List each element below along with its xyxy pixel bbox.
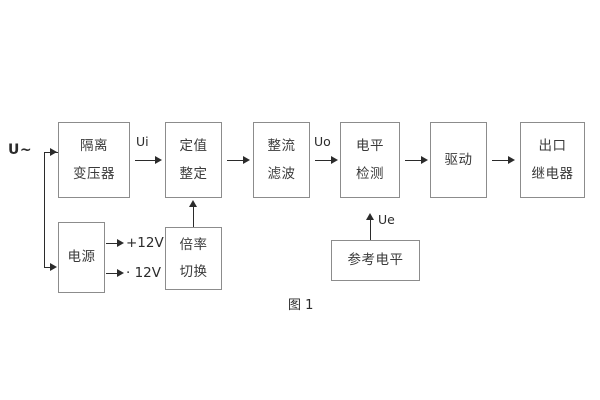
link-reference-level-line bbox=[370, 219, 371, 240]
feed-transformer-arrow bbox=[50, 148, 57, 156]
block-ratio-switch-line-2: 切换 bbox=[179, 264, 208, 280]
signal-label-uo: Uo bbox=[314, 134, 331, 149]
link-rectify-level-line bbox=[315, 160, 335, 161]
block-ratio-switch-line-1: 倍率 bbox=[179, 236, 208, 253]
block-level-detect-line-2: 检测 bbox=[356, 165, 384, 182]
feed-transformer-line bbox=[44, 152, 52, 153]
link-ratio-setting-arrow bbox=[189, 200, 197, 207]
block-power-supply-line-1: 电源 bbox=[67, 249, 96, 266]
rail-negative-arrow bbox=[117, 269, 124, 277]
block-rectify-filter-line-2: 滤波 bbox=[267, 165, 296, 182]
block-rectify-filter-line-1: 整流 bbox=[267, 138, 296, 155]
link-drive-relay-arrow bbox=[508, 156, 515, 164]
rail-positive-arrow bbox=[117, 239, 124, 247]
link-level-drive-arrow bbox=[421, 156, 428, 164]
feed-power-line bbox=[44, 267, 52, 268]
link-setting-rectify-line bbox=[227, 160, 247, 161]
signal-label-ue: Ue bbox=[378, 212, 395, 227]
source-label-u-ac: U~ bbox=[8, 142, 33, 158]
block-level-detect: 电平 检测 bbox=[340, 122, 400, 198]
link-setting-rectify-arrow bbox=[243, 156, 250, 164]
block-power-supply: 电源 bbox=[58, 222, 105, 293]
figure-caption: 图 1 bbox=[288, 298, 314, 313]
link-drive-relay-line bbox=[492, 160, 512, 161]
block-rectify-filter: 整流 滤波 bbox=[253, 122, 310, 198]
block-isolation-transformer-line-1: 隔离 bbox=[80, 138, 108, 155]
link-reference-level-arrow bbox=[366, 213, 374, 220]
link-transformer-setting-arrow bbox=[155, 156, 162, 164]
rail-positive-label: +12V bbox=[126, 235, 164, 251]
block-reference-level-line-1: 参考电平 bbox=[347, 252, 404, 269]
link-transformer-setting-line bbox=[135, 160, 157, 161]
block-isolation-transformer: 隔离 变压器 bbox=[58, 122, 130, 198]
link-level-drive-line bbox=[405, 160, 425, 161]
block-output-relay: 出口 继电器 bbox=[520, 122, 585, 198]
block-setting-value: 定值 整定 bbox=[165, 122, 222, 198]
link-ratio-setting-line bbox=[193, 206, 194, 227]
block-setting-value-line-1: 定值 bbox=[179, 138, 208, 155]
signal-label-ui: Ui bbox=[136, 134, 149, 149]
block-reference-level: 参考电平 bbox=[331, 240, 420, 281]
block-ratio-switch: 倍率 切换 bbox=[165, 227, 222, 290]
block-output-relay-line-2: 继电器 bbox=[531, 165, 574, 182]
block-drive-line-1: 驱动 bbox=[444, 151, 473, 168]
block-level-detect-line-1: 电平 bbox=[356, 138, 384, 155]
source-branch-vertical bbox=[44, 152, 45, 268]
link-rectify-level-arrow bbox=[331, 156, 338, 164]
block-isolation-transformer-line-2: 变压器 bbox=[73, 165, 115, 182]
block-drive: 驱动 bbox=[430, 122, 487, 198]
rail-negative-label: · 12V bbox=[126, 265, 161, 281]
block-setting-value-line-2: 整定 bbox=[179, 165, 208, 182]
feed-power-arrow bbox=[50, 263, 57, 271]
block-output-relay-line-1: 出口 bbox=[538, 138, 567, 155]
rail-negative-line bbox=[106, 273, 120, 274]
rail-positive-line bbox=[106, 243, 120, 244]
